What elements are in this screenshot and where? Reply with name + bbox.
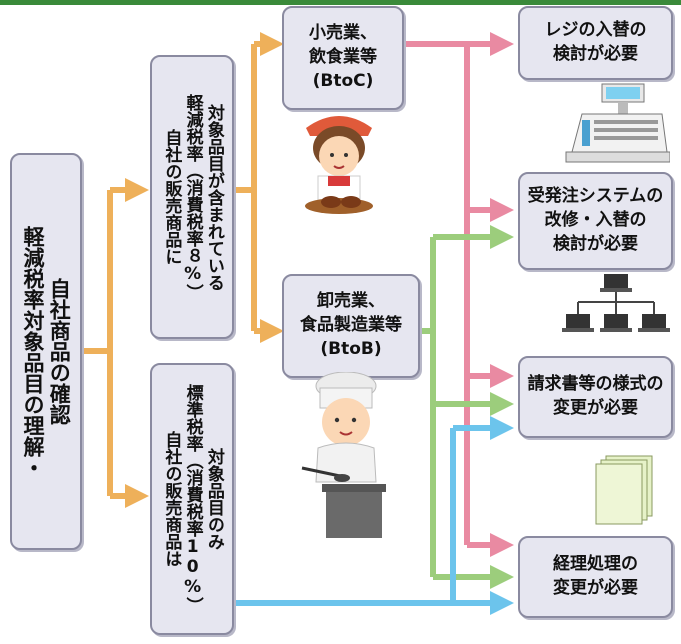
retail-line3: (BtoC): [312, 70, 374, 91]
wholesale-line3: (BtoB): [320, 338, 382, 359]
standard-tax-box: 自社の販売商品は 標準税率（消費税率10%） 対象品目のみ: [150, 363, 234, 635]
documents-icon: [595, 455, 653, 525]
reduced-tax-box: 自社の販売商品に 軽減税率（消費税率８%） 対象品目が含まれている: [150, 55, 234, 339]
network-icon: [562, 274, 670, 332]
top-bar: [0, 0, 681, 5]
result-invoice-box: 請求書等の様式の 変更が必要: [518, 356, 673, 438]
retail-box: 小売業、 飲食業等 (BtoC): [282, 6, 404, 110]
result-invoice-line2: 変更が必要: [553, 398, 638, 418]
blue-flow: [234, 416, 514, 615]
standard-tax-line2: 標準税率（消費税率10%）: [182, 384, 203, 614]
result-register-line2: 検討が必要: [553, 44, 638, 64]
reduced-tax-line1: 自社の販売商品に: [161, 129, 182, 265]
retail-line1: 小売業、: [309, 23, 377, 44]
green-flow: [420, 225, 514, 589]
reduced-tax-line2: 軽減税率（消費税率８%）: [182, 93, 203, 301]
result-register-line1: レジの入替の: [544, 20, 647, 41]
result-register-box: レジの入替の 検討が必要: [518, 6, 673, 80]
result-ordering-box: 受発注システムの 改修・入替の 検討が必要: [518, 172, 673, 270]
result-ordering-line2: 改修・入替の: [544, 210, 647, 231]
retail-line2: 飲食業等: [309, 47, 377, 68]
main-box-line1: 軽減税率対象品目の理解・: [21, 225, 45, 478]
waitress-icon: [305, 116, 373, 214]
result-ordering-line1: 受発注システムの: [527, 186, 664, 207]
standard-tax-line1: 自社の販売商品は: [161, 431, 182, 567]
pink-flow: [404, 32, 514, 557]
wholesale-line1: 卸売業、: [317, 291, 385, 312]
standard-tax-line3: 対象品目のみ: [203, 448, 224, 550]
main-box-line2: 自社商品の確認: [47, 278, 72, 425]
result-ordering-line3: 検討が必要: [553, 233, 638, 254]
wholesale-line2: 食品製造業等: [300, 315, 402, 336]
cash-register-icon: [565, 83, 670, 163]
reduced-tax-line3: 対象品目が含まれている: [203, 103, 224, 291]
orange-flow: [82, 32, 284, 508]
result-invoice-line1: 請求書等の様式の: [527, 374, 664, 395]
result-accounting-line1: 経理処理の: [553, 554, 638, 575]
result-accounting-line2: 変更が必要: [553, 578, 638, 598]
chef-icon: [301, 372, 386, 538]
wholesale-box: 卸売業、 食品製造業等 (BtoB): [282, 274, 420, 378]
result-accounting-box: 経理処理の 変更が必要: [518, 536, 673, 618]
main-box: 軽減税率対象品目の理解・ 自社商品の確認: [10, 153, 82, 550]
